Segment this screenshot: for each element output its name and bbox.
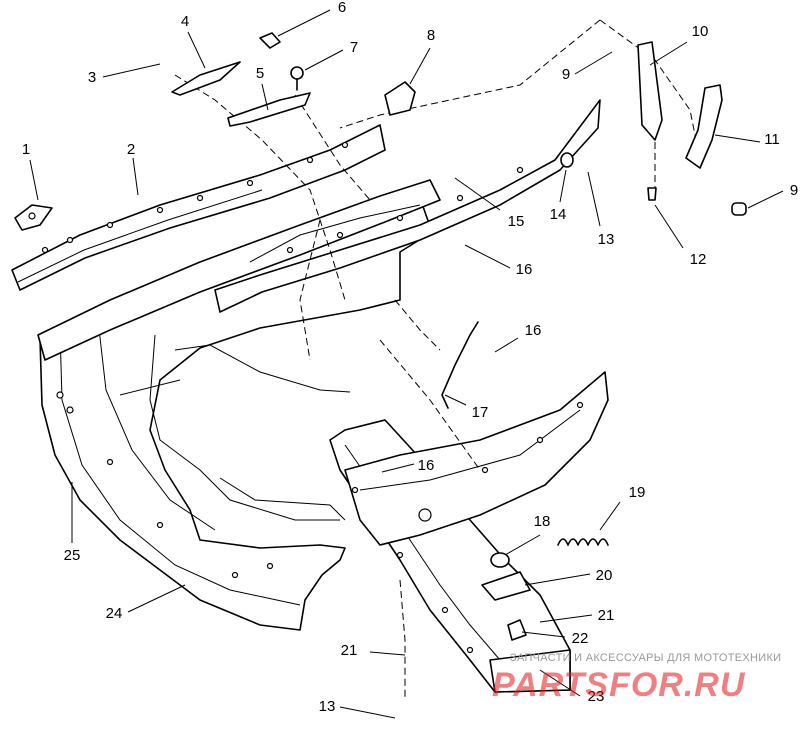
hinge-part-10	[637, 41, 663, 141]
cross-rail	[37, 99, 601, 361]
bracket-part-20	[481, 571, 531, 601]
callout-13a: 13	[598, 231, 615, 248]
callout-22: 22	[572, 630, 589, 647]
callout-21a: 21	[598, 607, 615, 624]
right-side-panel	[344, 371, 609, 546]
callout-10: 10	[692, 23, 709, 40]
top-rail	[11, 124, 386, 291]
callout-9a: 9	[562, 66, 570, 83]
callout-3: 3	[88, 69, 96, 86]
callout-18: 18	[534, 513, 551, 530]
callout-16c: 16	[418, 457, 435, 474]
mounting-holes	[41, 141, 584, 654]
callout-23: 23	[588, 688, 605, 705]
callout-16a: 16	[516, 261, 533, 278]
rivet-part-7	[290, 66, 304, 91]
cap-part-9b	[731, 202, 747, 216]
clip-part-22	[507, 619, 527, 641]
grommet-part-14	[560, 152, 574, 168]
callout-11: 11	[764, 131, 780, 148]
watermark-logo: PARTSFOR.RU	[492, 666, 746, 704]
bracket-part-1	[14, 204, 53, 231]
callout-8: 8	[427, 27, 435, 44]
strip-part-4	[171, 61, 241, 96]
bracket-part-17	[441, 321, 479, 409]
grommet-part-18	[490, 552, 510, 568]
knob-part-6	[259, 32, 281, 49]
callout-labels: 1 2 3 4 5 6 7 8 9 10 9 11 12 13 14 15 16…	[22, 0, 798, 715]
strip-part-5	[227, 92, 311, 127]
callout-20: 20	[596, 567, 613, 584]
callout-25: 25	[64, 547, 81, 564]
callout-24: 24	[106, 605, 123, 622]
callout-19: 19	[629, 484, 646, 501]
watermark-tagline: ЗАПЧАСТИ И АКСЕССУАРЫ ДЛЯ МОТОТЕХНИКИ	[510, 652, 781, 664]
spring-part-19	[557, 538, 609, 546]
callout-15: 15	[508, 213, 525, 230]
watermark: ЗАПЧАСТИ И АКСЕССУАРЫ ДЛЯ МОТОТЕХНИКИ PA…	[492, 652, 781, 704]
screw-part-12	[647, 187, 657, 201]
callout-5: 5	[256, 65, 264, 82]
callout-17: 17	[472, 404, 489, 421]
callout-7: 7	[350, 39, 358, 56]
callout-9b: 9	[790, 182, 798, 199]
callout-6: 6	[338, 0, 346, 16]
callout-13b: 13	[319, 698, 336, 715]
leader-lines	[29, 9, 784, 719]
callout-12: 12	[690, 251, 707, 268]
callout-1: 1	[22, 141, 30, 158]
callout-2: 2	[127, 141, 135, 158]
callout-16b: 16	[525, 322, 542, 339]
latch-part-8	[384, 81, 416, 116]
callout-14: 14	[550, 206, 567, 223]
callout-21b: 21	[341, 642, 358, 659]
arm-part-11	[685, 84, 723, 169]
callout-4: 4	[181, 13, 189, 30]
